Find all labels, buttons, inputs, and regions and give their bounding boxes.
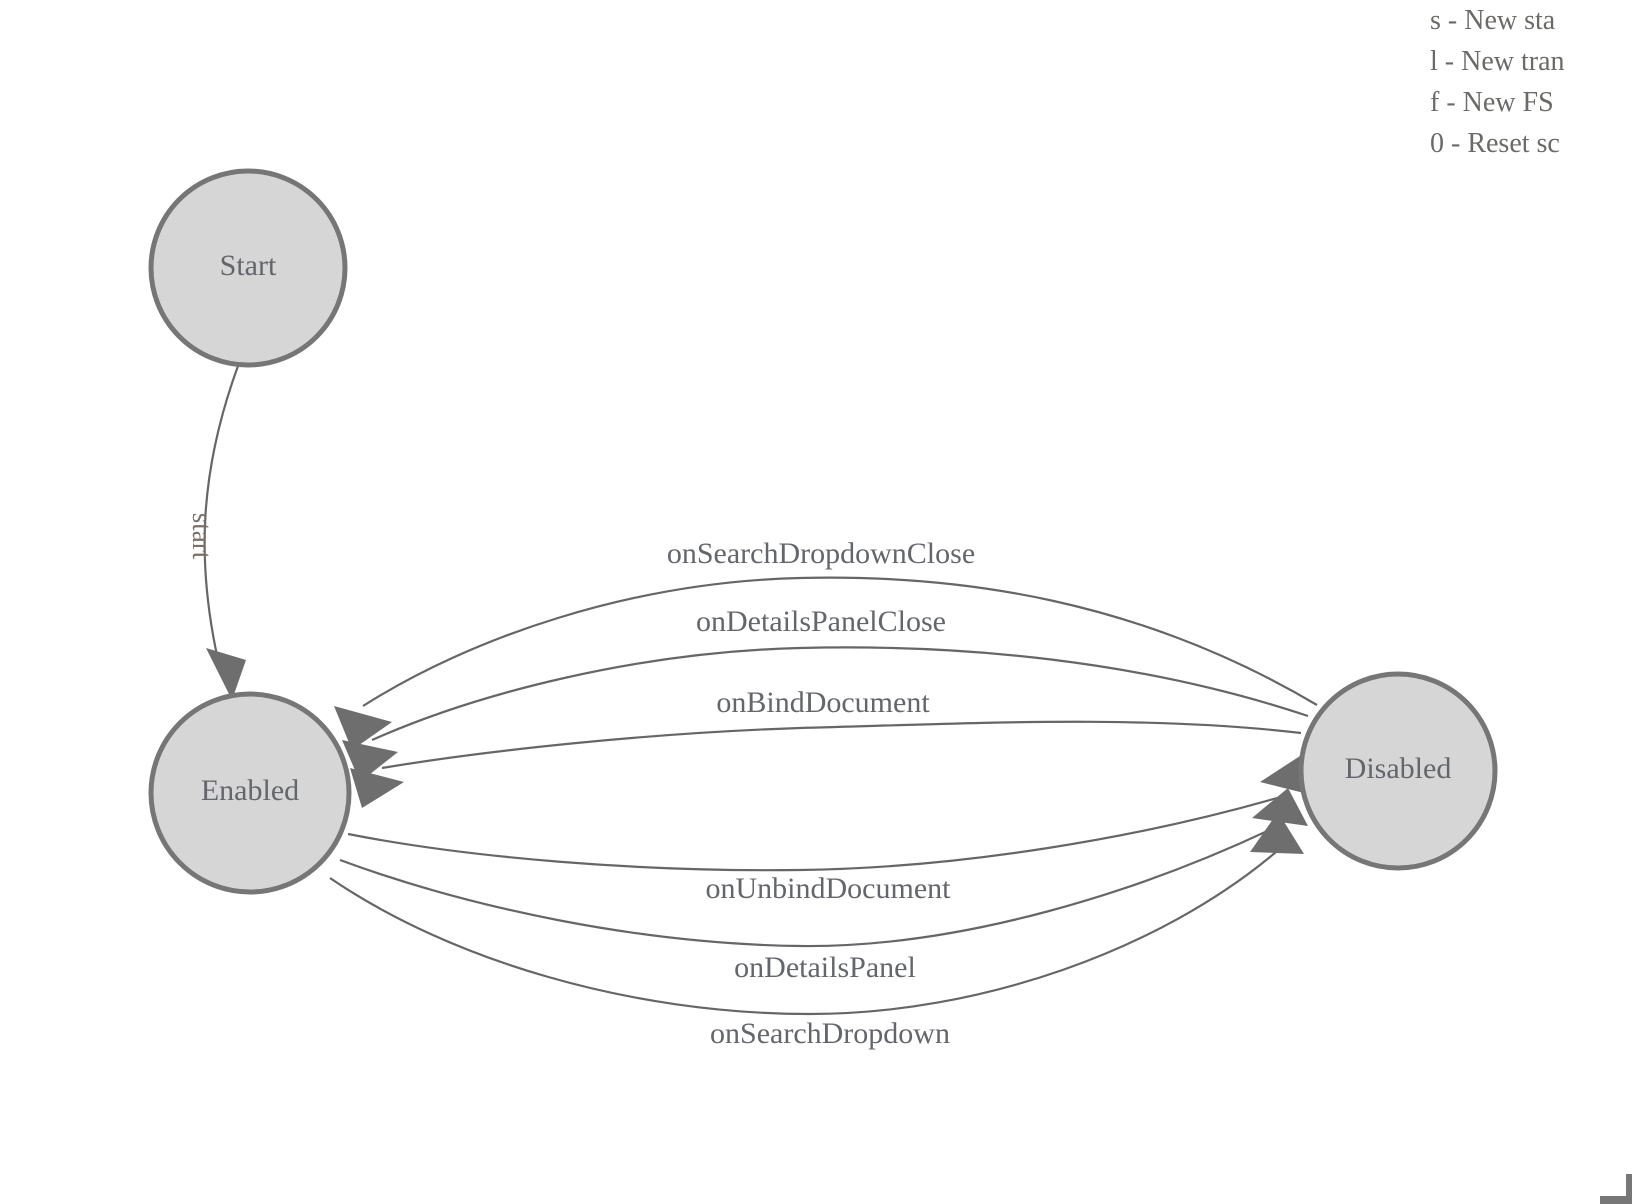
transition-path[interactable] [362,576,1318,707]
state-circle[interactable] [148,168,348,368]
transition-enabled-to-disabled-3[interactable] [329,812,1304,1016]
transition-path[interactable] [347,794,1285,872]
transition-disabled-to-enabled-3[interactable] [350,720,1302,808]
transition-enabled-to-disabled-1[interactable] [347,756,1316,872]
shortcut-new-state: s - New sta [1430,5,1556,36]
transition-enabled-to-disabled-2[interactable] [339,788,1308,948]
arrow-head-icon [206,648,246,700]
transition-label-on-unbind-document: onUnbindDocument [706,872,952,905]
transition-path[interactable] [329,851,1277,1016]
shortcut-new-transition: l - New tran [1430,46,1565,77]
horizontal-scrollbar[interactable] [1600,1196,1632,1204]
transition-label-start: start [187,513,217,560]
arrow-head-icon [350,768,404,808]
keyboard-shortcuts-overlay: s - New sta l - New tran f - New FS 0 - … [1430,0,1632,164]
shortcut-new-fsm: f - New FS [1430,87,1554,118]
transition-path[interactable] [371,646,1309,742]
arrow-head-icon [1250,812,1304,854]
state-label-disabled: Disabled [1345,752,1452,785]
state-circle[interactable] [1298,671,1498,871]
state-label-start: Start [220,249,277,282]
transition-label-on-details-panel-close: onDetailsPanelClose [696,605,946,638]
state-circle[interactable] [148,691,352,895]
transition-disabled-to-enabled-1[interactable] [334,576,1318,750]
vertical-scrollbar[interactable] [1626,1174,1632,1204]
transition-label-on-bind-document: onBindDocument [716,686,930,719]
state-label-enabled: Enabled [201,774,299,807]
state-node-enabled[interactable]: Enabled [148,691,352,895]
transition-start-to-enabled[interactable] [203,365,246,700]
transition-label-on-search-dropdown: onSearchDropdown [710,1017,950,1050]
transition-path[interactable] [203,365,240,661]
shortcut-reset-scale: 0 - Reset sc [1430,128,1560,159]
transition-label-on-details-panel: onDetailsPanel [734,951,916,984]
transition-label-on-search-dropdown-close: onSearchDropdownClose [667,537,975,570]
arrow-head-icon [1252,788,1308,826]
arrow-head-icon [334,706,392,750]
state-node-disabled[interactable]: Disabled [1298,671,1498,871]
transition-path[interactable] [381,720,1302,770]
state-node-start[interactable]: Start [148,168,348,368]
transition-path[interactable] [339,825,1279,948]
